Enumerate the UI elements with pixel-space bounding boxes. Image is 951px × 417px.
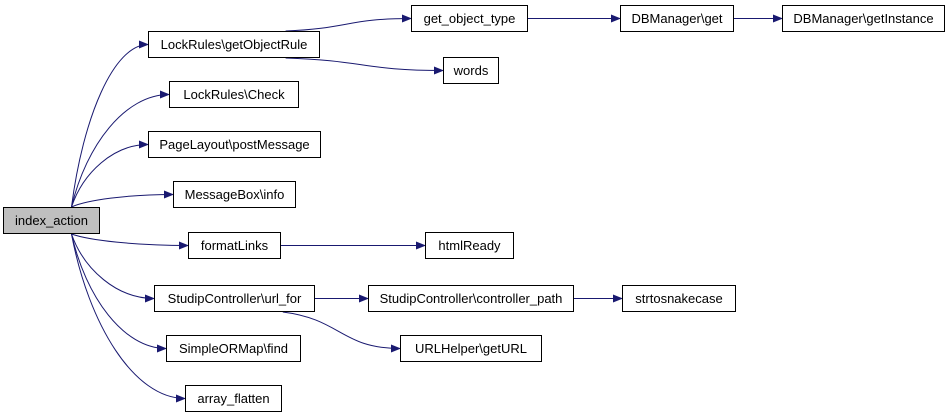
edge-index-action-to-messagebox-info <box>71 190 174 208</box>
node-dbmanager-getinstance[interactable]: DBManager\getInstance <box>782 5 945 32</box>
edge-lockrules-getobjectrule-to-get-object-type <box>285 14 412 32</box>
node-lockrules-getobjectrule[interactable]: LockRules\getObjectRule <box>148 31 320 58</box>
node-strtosnakecase[interactable]: strtosnakecase <box>622 285 736 312</box>
node-messagebox-info[interactable]: MessageBox\info <box>173 181 296 208</box>
node-lockrules-check[interactable]: LockRules\Check <box>169 81 299 108</box>
node-array-flatten[interactable]: array_flatten <box>185 385 282 412</box>
edge-index-action-to-lockrules-getobjectrule <box>71 40 149 208</box>
edge-index-action-to-lockrules-check <box>71 90 170 208</box>
node-formatlinks[interactable]: formatLinks <box>188 232 281 259</box>
node-get-object-type[interactable]: get_object_type <box>411 5 528 32</box>
edges-layer <box>71 14 783 403</box>
node-simpleormap-find[interactable]: SimpleORMap\find <box>166 335 301 362</box>
edge-index-action-to-formatlinks <box>71 233 189 250</box>
node-studipcontroller-url-for[interactable]: StudipController\url_for <box>154 285 315 312</box>
edge-studipcontroller-url-for-to-urlhelper-geturl <box>282 311 401 353</box>
node-pagelayout-postmessage[interactable]: PageLayout\postMessage <box>148 131 321 158</box>
edge-index-action-to-simpleormap-find <box>71 233 167 353</box>
node-urlhelper-geturl[interactable]: URLHelper\getURL <box>400 335 542 362</box>
node-dbmanager-get[interactable]: DBManager\get <box>620 5 734 32</box>
node-studipcontroller-controller-path[interactable]: StudipController\controller_path <box>368 285 574 312</box>
edge-index-action-to-studipcontroller-url-for <box>71 233 155 303</box>
node-words[interactable]: words <box>443 57 499 84</box>
edge-index-action-to-array-flatten <box>71 233 186 403</box>
edge-lockrules-getobjectrule-to-words <box>285 57 444 75</box>
node-htmlready[interactable]: htmlReady <box>425 232 514 259</box>
edge-index-action-to-pagelayout-postmessage <box>71 140 149 208</box>
node-index-action: index_action <box>3 207 100 234</box>
